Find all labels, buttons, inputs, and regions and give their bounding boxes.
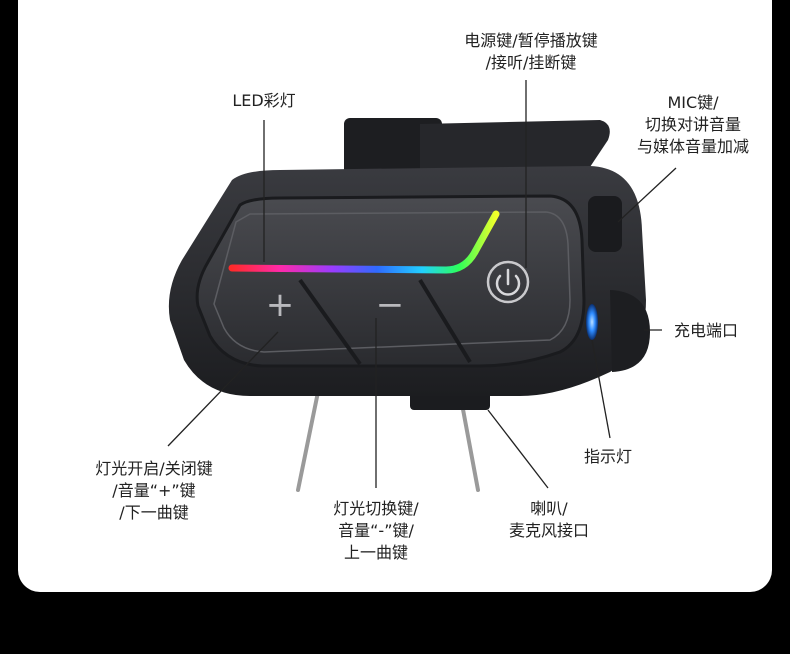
label-line: /接听/挂断键 — [485, 53, 577, 72]
indicator-light — [586, 304, 598, 340]
power-button[interactable] — [486, 260, 530, 304]
label-line: 音量“-”键/ — [338, 521, 414, 540]
label-line: 指示灯 — [583, 447, 632, 466]
label-plus-button: 灯光开启/关闭键 /音量“+”键 /下一曲键 — [74, 458, 234, 524]
plus-button[interactable]: + — [266, 285, 295, 325]
label-line: MIC键/ — [667, 93, 719, 112]
label-line: /音量“+”键 — [112, 481, 196, 500]
power-icon — [495, 268, 521, 296]
label-mic-button: MIC键/ 切换对讲音量 与媒体音量加减 — [620, 92, 766, 158]
label-line: /下一曲键 — [119, 503, 189, 522]
charge-port-cap — [610, 290, 650, 372]
label-line: 灯光切换键/ — [333, 499, 419, 518]
label-line: 喇叭/ — [530, 499, 568, 518]
label-indicator: 指示灯 — [576, 446, 640, 468]
label-line: 充电端口 — [673, 321, 738, 340]
mic-side-button[interactable] — [588, 196, 622, 252]
device-faceplate — [195, 194, 586, 368]
label-power-button: 电源键/暂停播放键 /接听/挂断键 — [446, 30, 616, 74]
leader-lines — [167, 80, 677, 489]
mounting-legs — [296, 390, 480, 492]
led-light-strip — [228, 210, 500, 274]
minus-button[interactable]: − — [376, 285, 405, 325]
label-charge-port: 充电端口 — [664, 320, 748, 342]
label-line: LED彩灯 — [232, 91, 296, 110]
label-line: 切换对讲音量 — [644, 115, 741, 134]
label-led-light: LED彩灯 — [214, 90, 314, 112]
label-speaker-mic: 喇叭/ 麦克风接口 — [494, 498, 604, 542]
label-line: 与媒体音量加减 — [636, 137, 749, 156]
label-line: 上一曲键 — [343, 543, 408, 562]
button-separators — [298, 278, 472, 366]
label-minus-button: 灯光切换键/ 音量“-”键/ 上一曲键 — [310, 498, 442, 564]
label-line: 电源键/暂停播放键 — [464, 31, 598, 50]
label-line: 灯光开启/关闭键 — [95, 459, 213, 478]
label-line: 麦克风接口 — [508, 521, 589, 540]
